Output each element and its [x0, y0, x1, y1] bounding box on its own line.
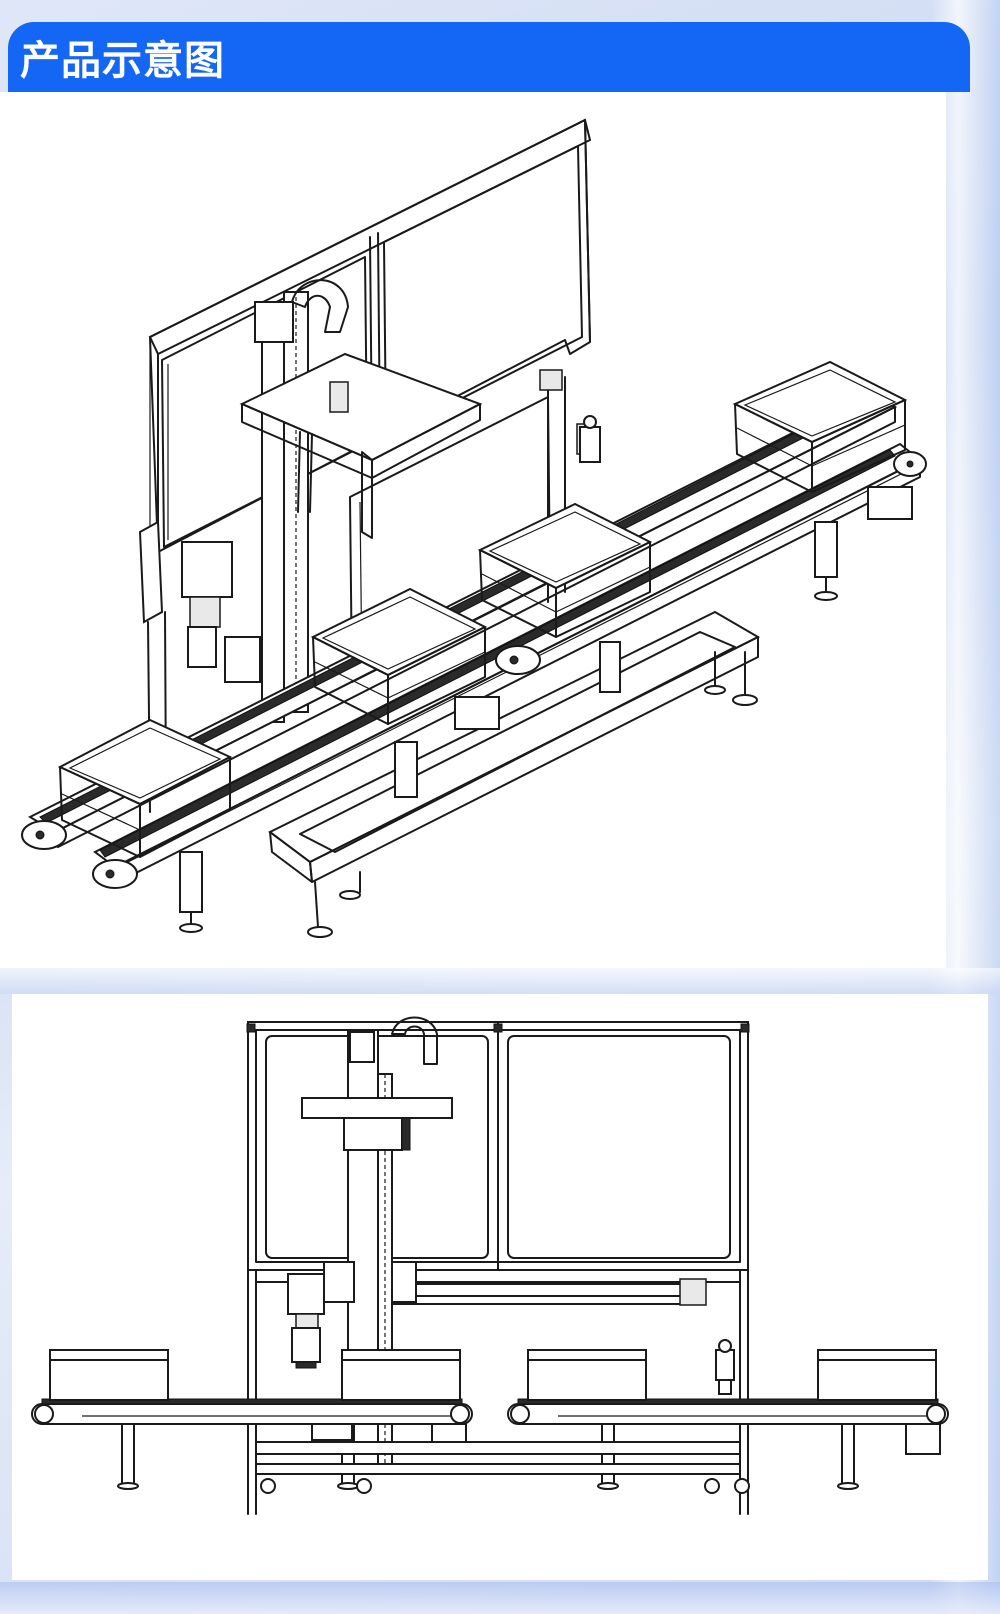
air-regulator [579, 415, 601, 463]
front-conveyor [92, 442, 927, 889]
air-regulator-front [715, 1339, 735, 1395]
crate-1 [57, 718, 233, 858]
section-header: 产品示意图 [8, 22, 970, 92]
lift-column [254, 279, 349, 723]
crate-2 [341, 1349, 461, 1401]
crate-bins-front [49, 1349, 937, 1401]
front-view-drawing-panel [12, 994, 988, 1580]
crate-3 [477, 502, 653, 638]
isometric-drawing-panel [0, 92, 946, 968]
guard-frame-front [246, 1021, 750, 1515]
base-frame-front [255, 1423, 750, 1494]
conveyor-machine-front-drawing [31, 1016, 949, 1515]
crate-4 [732, 360, 908, 493]
gripper-unit-front [287, 1273, 325, 1369]
crate-3 [527, 1349, 647, 1401]
guard-frame [148, 118, 592, 562]
background-band [0, 1582, 1000, 1614]
crate-bins [57, 360, 908, 858]
gripper-unit [181, 541, 261, 683]
conveyor-machine-isometric-drawing [21, 118, 927, 938]
crate-4 [817, 1349, 937, 1401]
crate-2 [310, 587, 488, 725]
base-frame [268, 610, 761, 938]
page-title: 产品示意图 [20, 38, 225, 84]
crate-1 [49, 1349, 169, 1401]
background-band [0, 968, 1000, 994]
conveyor-legs [179, 486, 913, 933]
